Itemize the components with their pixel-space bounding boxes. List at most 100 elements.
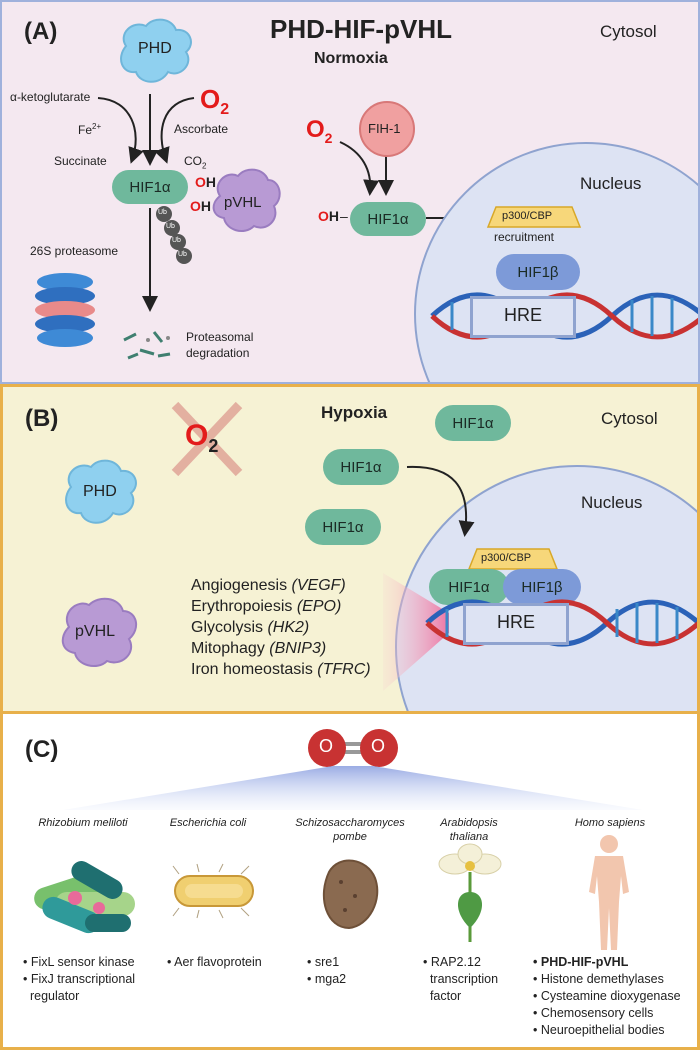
cytosol-label-b: Cytosol xyxy=(601,409,658,428)
hif1b-pill-b: HIF1β xyxy=(503,569,581,605)
ub-label-4: Ub xyxy=(178,251,187,258)
o2-label-a2: O2 xyxy=(306,116,333,146)
panel-a-title: PHD-HIF-pVHL xyxy=(270,14,452,44)
p300-label-a: p300/CBP xyxy=(502,210,553,222)
bullet-item: • sre1 xyxy=(307,955,340,969)
organism-name-arabidopsis: Arabidopsis thaliana xyxy=(440,817,498,843)
oh-dash: – xyxy=(340,208,348,224)
target-mitophagy: Mitophagy (BNIP3) xyxy=(191,640,327,657)
hre-label-b: HRE xyxy=(497,612,536,632)
bullet-item: • Aer flavoprotein xyxy=(167,955,262,969)
proteasome-label: 26S proteasome xyxy=(30,244,119,258)
oh-label-3: OH xyxy=(318,208,340,224)
akg-label: α-ketoglutarate xyxy=(10,90,91,104)
hif1a-pill-a: HIF1α xyxy=(112,170,188,204)
hif1a-pill-b3: HIF1α xyxy=(305,509,381,545)
panel-b-label: (B) xyxy=(25,405,59,432)
ecoli-bacterium-icon xyxy=(172,863,254,919)
bullet-item: regulator xyxy=(29,989,80,1003)
cytosol-label-a: Cytosol xyxy=(600,22,657,41)
panel-b: (B) Hypoxia Cytosol O2 PHD pVHL HIF1α HI… xyxy=(0,384,700,714)
o2-label-b: O2 xyxy=(185,419,219,456)
hif1a-pill-b1: HIF1α xyxy=(435,405,511,441)
bullet-item: • RAP2.12 xyxy=(423,955,481,969)
target-angiogenesis: Angiogenesis (VEGF) xyxy=(191,577,346,594)
hif1a-pill-a2: HIF1α xyxy=(350,202,426,236)
translocation-arrow xyxy=(406,465,475,537)
yeast-cell-icon xyxy=(322,859,379,930)
ubiquitin-chain-icon xyxy=(156,206,192,264)
homo-list: • PHD-HIF-pVHL • Histone demethylases • … xyxy=(533,954,681,1039)
bullet-item: factor xyxy=(429,989,462,1003)
target-iron-homeostasis: Iron homeostasis (TFRC) xyxy=(191,661,371,678)
bullet-item: • FixJ transcriptional xyxy=(23,972,136,986)
crossed-o2-icon xyxy=(171,401,243,477)
ub-label-3: Ub xyxy=(172,237,181,244)
human-body-icon xyxy=(589,835,629,950)
ub-label-2: Ub xyxy=(166,223,175,230)
ascorbate-label: Ascorbate xyxy=(174,122,229,136)
spombe-list: • sre1 • mga2 xyxy=(307,954,346,988)
phd-label-a: PHD xyxy=(138,40,172,57)
activation-cone xyxy=(383,573,449,691)
o-atom-right: O xyxy=(371,736,386,756)
p300-icon-a xyxy=(486,206,582,228)
co2-label: CO2 xyxy=(184,154,207,171)
bullet-item: • Histone demethylases xyxy=(533,972,664,986)
oh-label-2: OH xyxy=(190,198,212,214)
p300-label-b: p300/CBP xyxy=(481,552,532,564)
nucleus-label-a: Nucleus xyxy=(580,174,642,193)
hif1b-pill-a: HIF1β xyxy=(496,254,580,290)
organism-name-homo: Homo sapiens xyxy=(574,817,646,829)
oh-label-1: OH xyxy=(195,174,217,190)
pvhl-protein-icon xyxy=(212,168,281,233)
hre-box-a xyxy=(470,296,576,338)
bullet-item: • Chemosensory cells xyxy=(533,1006,654,1020)
panel-c: (C) O O Rhizobium meliloti Escherichia c… xyxy=(0,714,700,1050)
rhizobium-bacteria-icon xyxy=(34,861,135,934)
pvhl-label-b: pVHL xyxy=(75,623,116,640)
succinate-label: Succinate xyxy=(54,154,107,168)
bullet-item: • PHD-HIF-pVHL xyxy=(533,955,629,969)
reaction-arrows xyxy=(97,94,487,312)
rhizobium-list: • FixL sensor kinase • FixJ transcriptio… xyxy=(23,954,135,1005)
oxygen-fan xyxy=(63,766,643,810)
target-genes-list: Angiogenesis (VEGF) Erythropoiesis (EPO)… xyxy=(191,575,371,680)
bullet-item: • Neuroepithelial bodies xyxy=(533,1023,665,1037)
arabidopsis-list: • RAP2.12 transcription factor xyxy=(423,954,498,1005)
target-erythropoiesis: Erythropoiesis (EPO) xyxy=(191,598,342,615)
o-atom-left: O xyxy=(319,736,334,756)
fih1-label: FIH-1 xyxy=(368,121,401,136)
panel-c-label: (C) xyxy=(25,736,59,763)
recruitment-label: recruitment xyxy=(494,230,555,244)
organism-name-spombe: Schizosaccharomyces pombe xyxy=(295,817,405,843)
degradation-label-1: Proteasomal xyxy=(186,330,254,344)
panel-b-title: Hypoxia xyxy=(321,403,388,422)
pvhl-protein-icon-b xyxy=(61,597,138,668)
bullet-item: • FixL sensor kinase xyxy=(23,955,135,969)
arabidopsis-flower-icon xyxy=(438,843,502,942)
fih1-circle-icon xyxy=(359,101,415,157)
hre-label-a: HRE xyxy=(504,305,543,325)
hre-box-b xyxy=(463,603,569,645)
o2-label-a: O2 xyxy=(200,84,230,119)
hif1a-pill-b2: HIF1α xyxy=(323,449,399,485)
organism-name-rhizobium: Rhizobium meliloti xyxy=(38,817,128,829)
bullet-item: transcription xyxy=(429,972,499,986)
target-glycolysis: Glycolysis (HK2) xyxy=(191,619,310,636)
phd-protein-icon xyxy=(120,18,192,83)
o2-molecule-icon xyxy=(308,729,398,767)
pvhl-label-a: pVHL xyxy=(224,194,262,211)
panel-a-label: (A) xyxy=(24,18,58,45)
ub-label-1: Ub xyxy=(158,209,167,216)
hif1a-pill-nucleus: HIF1α xyxy=(429,569,509,605)
fe-label: Fe2+ xyxy=(78,122,102,137)
degradation-fragments-icon xyxy=(123,331,171,360)
nucleus-label-b: Nucleus xyxy=(581,493,643,512)
phd-protein-icon-b xyxy=(65,459,137,524)
panel-a: (A) PHD-HIF-pVHL Normoxia Cytosol PHD α-… xyxy=(0,0,700,384)
phd-label-b: PHD xyxy=(83,483,117,500)
bullet-item: • mga2 xyxy=(307,972,347,986)
organism-name-ecoli: Escherichia coli xyxy=(169,817,247,829)
bullet-item: • Cysteamine dioxygenase xyxy=(533,989,681,1003)
